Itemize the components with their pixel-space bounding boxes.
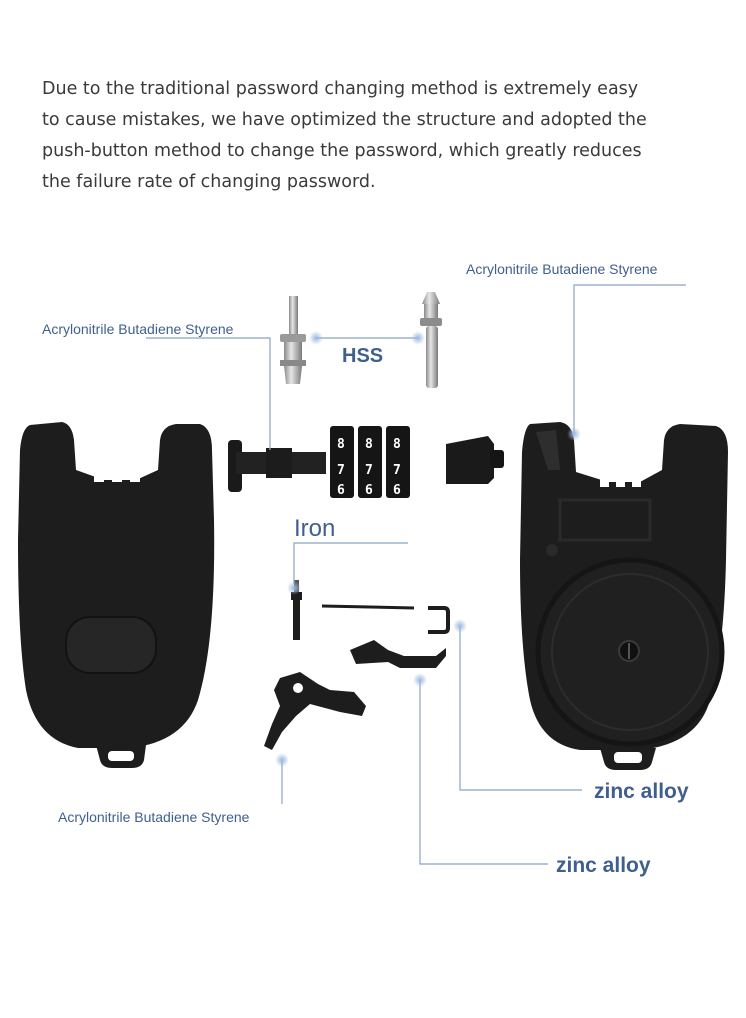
dial-3-mid: 7 bbox=[393, 463, 401, 478]
dial-1-bottom: 6 bbox=[337, 483, 345, 498]
label-abs-bottom-left: Acrylonitrile Butadiene Styrene bbox=[58, 809, 250, 825]
zinc-lever bbox=[350, 640, 446, 668]
leader-zinc-2 bbox=[419, 680, 548, 865]
dial-1-mid: 7 bbox=[337, 463, 345, 478]
dot-abs-bottom-left bbox=[275, 753, 289, 767]
combination-shaft: 8 7 6 8 7 6 8 7 6 bbox=[228, 426, 410, 498]
label-zinc-1: zinc alloy bbox=[594, 780, 689, 803]
hss-pin-right bbox=[420, 292, 442, 388]
dial-2: 8 7 6 bbox=[358, 426, 382, 498]
label-abs-top-right: Acrylonitrile Butadiene Styrene bbox=[466, 261, 658, 277]
intro-line-2: to cause mistakes, we have optimized the… bbox=[42, 110, 647, 130]
leader-abs-top-right bbox=[573, 284, 686, 434]
intro-line-3: push-button method to change the passwor… bbox=[42, 141, 642, 161]
dot-abs-top-right bbox=[567, 427, 581, 441]
dial-2-mid: 7 bbox=[365, 463, 373, 478]
label-iron: Iron bbox=[294, 515, 335, 542]
dial-3: 8 7 6 bbox=[386, 426, 410, 498]
dot-iron bbox=[287, 581, 301, 595]
intro-line-4: the failure rate of changing password. bbox=[42, 172, 376, 192]
hss-pin-left bbox=[280, 296, 306, 384]
label-abs-top-left: Acrylonitrile Butadiene Styrene bbox=[42, 321, 234, 337]
leader-zinc-1 bbox=[459, 626, 582, 791]
leader-iron bbox=[293, 542, 408, 584]
dot-zinc-2 bbox=[413, 673, 427, 687]
dial-2-bottom: 6 bbox=[365, 483, 373, 498]
label-zinc-2: zinc alloy bbox=[556, 854, 651, 877]
dot-zinc-1 bbox=[453, 619, 467, 633]
dial-1-top: 8 bbox=[337, 437, 345, 452]
dial-3-bottom: 6 bbox=[393, 483, 401, 498]
leader-abs-top-left bbox=[146, 337, 271, 450]
intro-line-1: Due to the traditional password changing… bbox=[42, 79, 639, 99]
dot-hss-left bbox=[309, 331, 323, 345]
dial-3-top: 8 bbox=[393, 437, 401, 452]
push-button-block bbox=[446, 436, 504, 484]
dial-1: 8 7 6 bbox=[330, 426, 354, 498]
dot-hss-right bbox=[411, 331, 425, 345]
left-shell bbox=[18, 422, 215, 768]
right-shell bbox=[520, 422, 728, 770]
dial-2-top: 8 bbox=[365, 437, 373, 452]
label-hss: HSS bbox=[342, 345, 383, 367]
intro-paragraph: Due to the traditional password changing… bbox=[42, 74, 722, 198]
wire-spring bbox=[321, 604, 450, 634]
abs-latch bbox=[264, 672, 366, 750]
